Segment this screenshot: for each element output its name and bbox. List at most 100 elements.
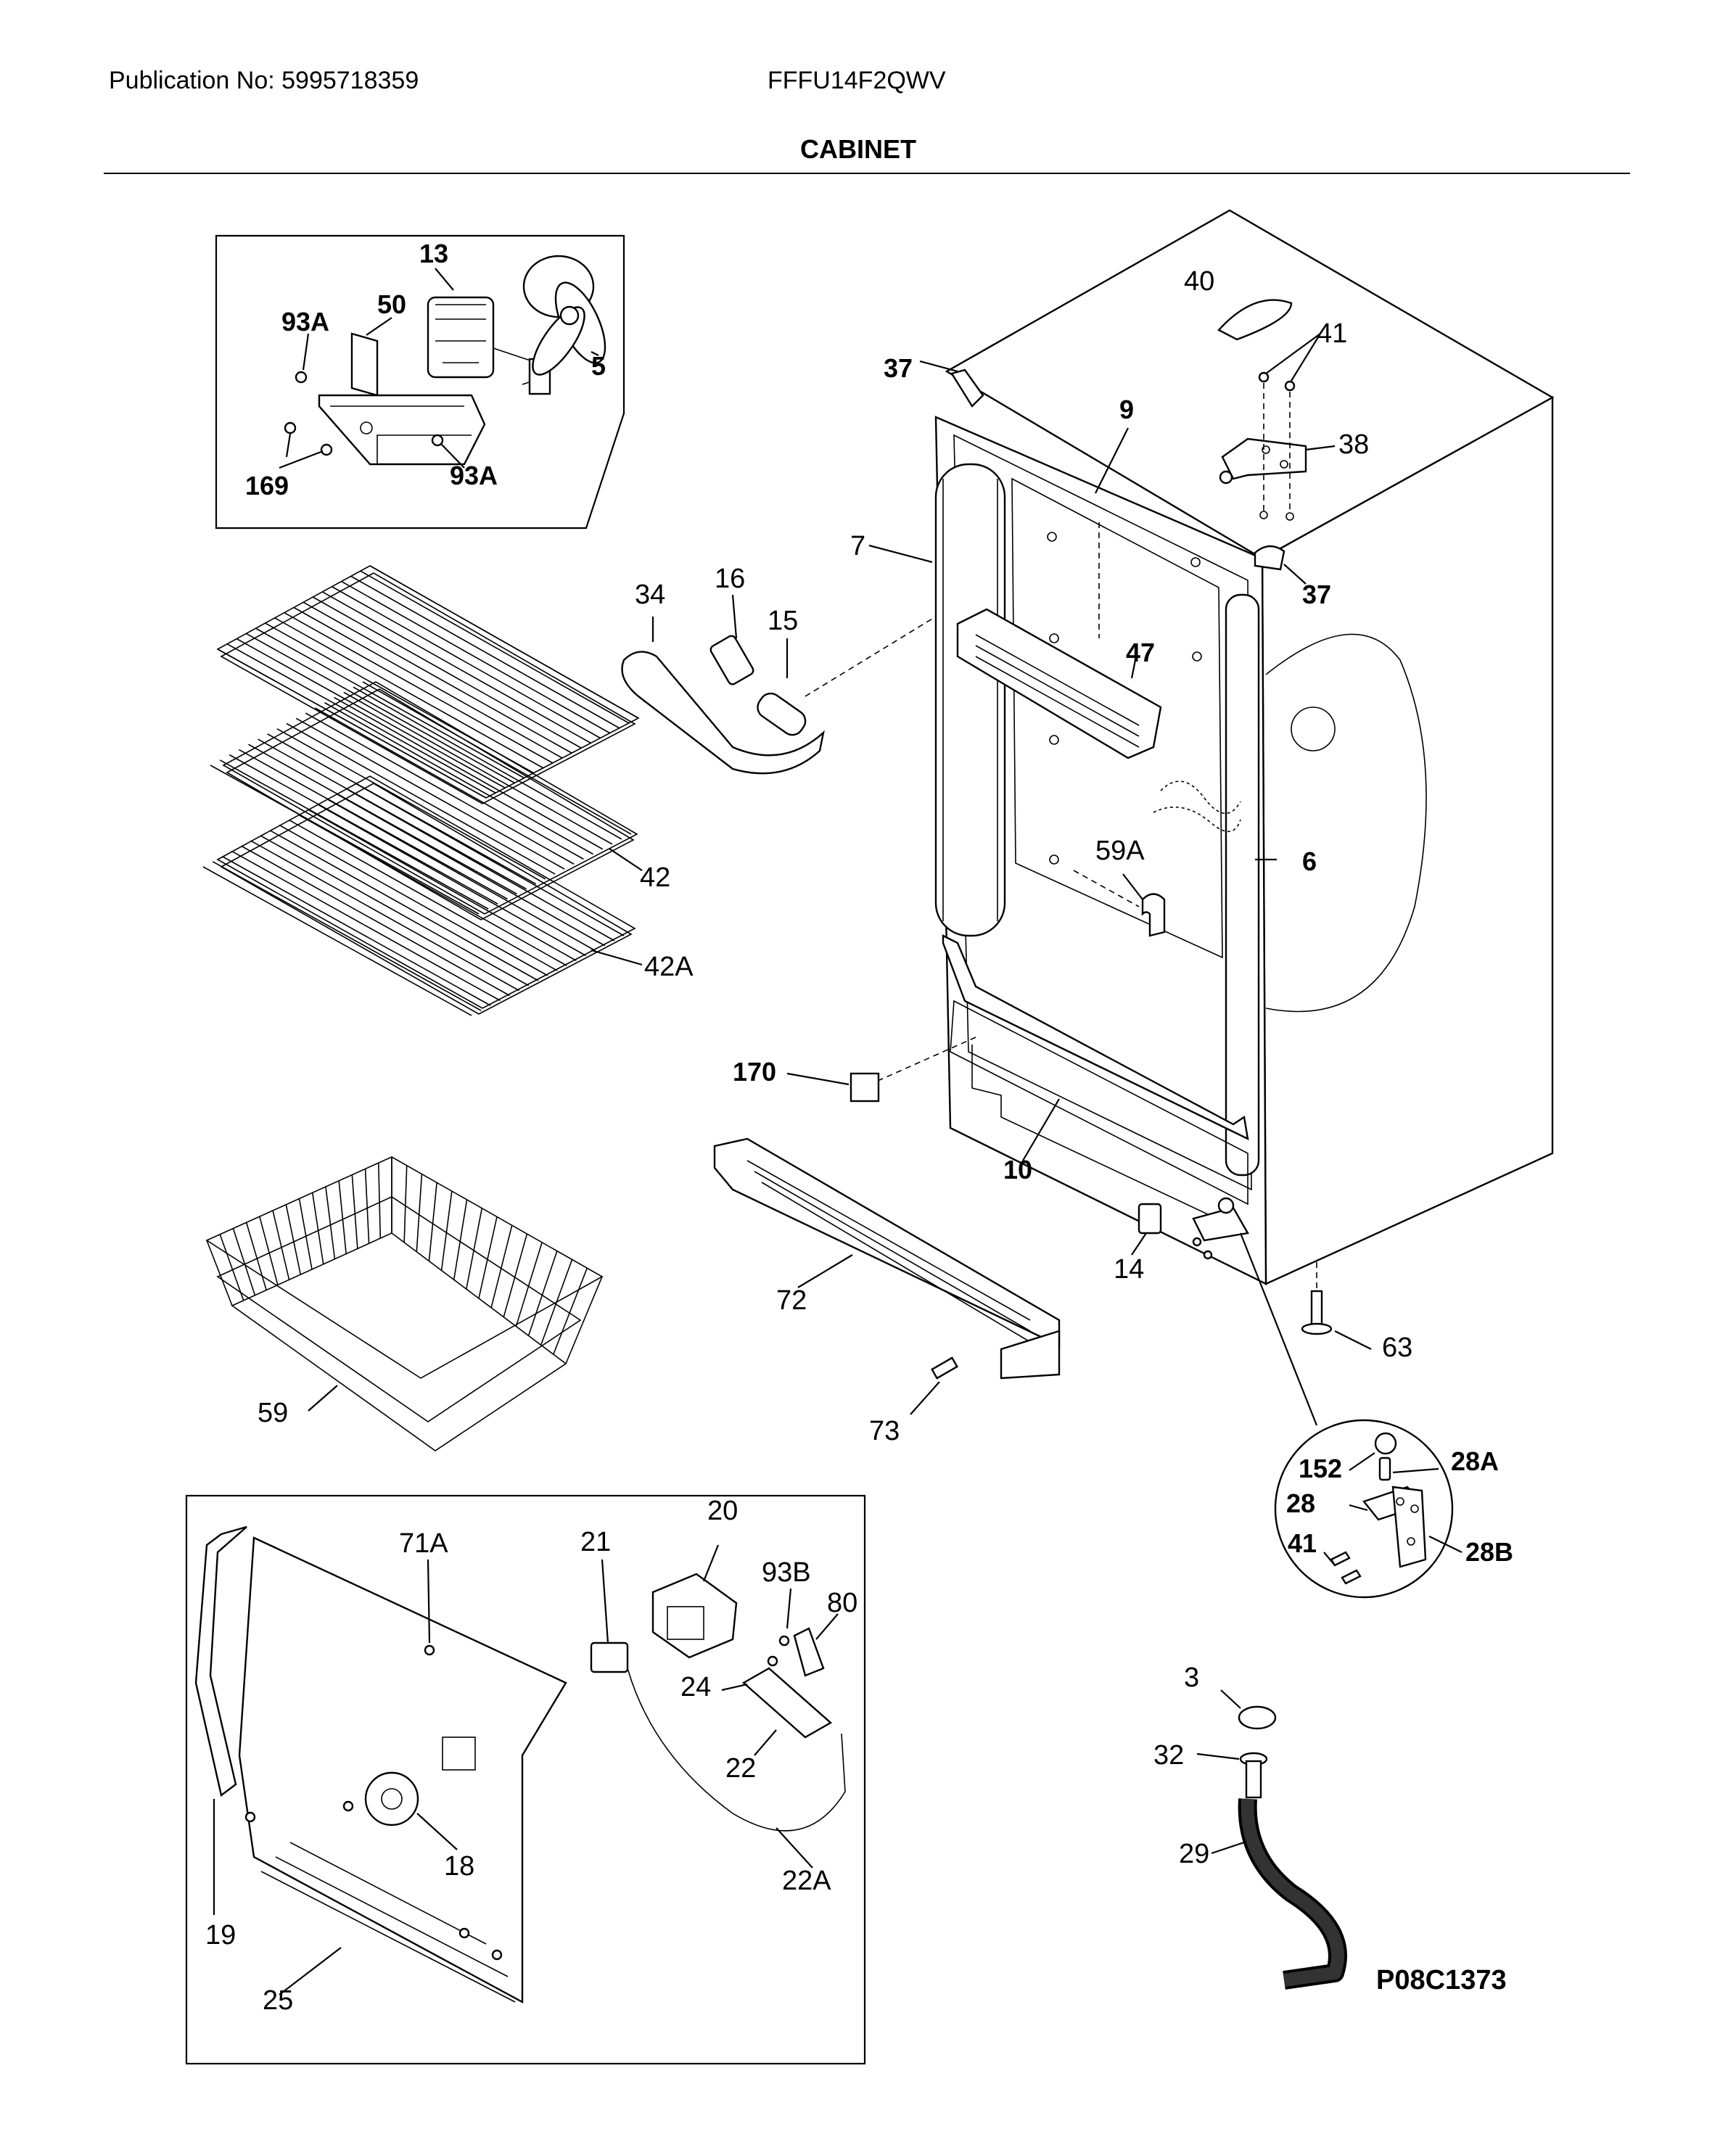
callout-41-detail: 41	[1288, 1528, 1317, 1558]
rear-cover-inset	[185, 1494, 866, 2065]
basket-wire	[232, 1228, 256, 1295]
shelf-wire	[293, 606, 563, 759]
shelf-wire	[341, 580, 611, 734]
basket-wire	[219, 1234, 244, 1301]
basket-wire	[453, 1199, 468, 1280]
callout-93a-top: 93A	[281, 307, 329, 337]
shelf-wire	[202, 866, 472, 1016]
fan-motor-inset	[215, 234, 625, 530]
cabinet-body	[868, 209, 1555, 1285]
model-number: FFFU14F2QWV	[768, 67, 946, 94]
shelf-wire	[343, 691, 613, 845]
shelf-wire	[324, 702, 593, 855]
shelf-wire	[307, 809, 577, 962]
callout-20: 20	[707, 1496, 738, 1526]
basket-wire	[416, 1174, 423, 1252]
callout-93a-bottom: 93A	[450, 461, 498, 490]
callout-93b: 93B	[762, 1557, 811, 1588]
shelf-wire	[286, 722, 556, 875]
callout-6: 6	[1302, 846, 1317, 876]
shelf-wire	[217, 648, 487, 799]
callout-37-right: 37	[1302, 580, 1331, 609]
wire-basket	[205, 1156, 604, 1451]
basket-wire	[440, 1191, 453, 1271]
callout-18: 18	[444, 1851, 474, 1882]
callout-59a: 59A	[1095, 836, 1145, 866]
callout-9: 9	[1119, 395, 1134, 424]
callout-169: 169	[245, 471, 289, 500]
shelf-wire	[303, 601, 572, 754]
shelf-wire	[229, 754, 498, 905]
shelf-wire	[226, 643, 496, 794]
basket-wire	[272, 1210, 290, 1280]
callout-19: 19	[205, 1920, 236, 1950]
callout-170: 170	[733, 1057, 776, 1087]
basket-wire	[403, 1165, 408, 1243]
shelf-wire	[248, 743, 517, 895]
callout-32: 32	[1153, 1740, 1184, 1771]
callout-13: 13	[419, 239, 448, 268]
shelf-wire	[219, 759, 489, 910]
shelf-wire	[221, 855, 491, 1006]
shelf-wire	[312, 596, 582, 749]
callout-28: 28	[1286, 1488, 1315, 1518]
switch-170	[786, 1072, 880, 1103]
callout-37-top: 37	[884, 353, 913, 383]
shelf-wire	[260, 835, 530, 986]
callout-14: 14	[1114, 1254, 1144, 1285]
basket-wire	[428, 1182, 437, 1261]
shelf-wire	[350, 575, 620, 729]
basket-wire	[206, 1240, 233, 1306]
shelf-wire	[336, 793, 606, 947]
shelf-wire	[245, 633, 515, 784]
callout-28a: 28A	[1451, 1446, 1499, 1476]
callout-42a: 42A	[644, 952, 694, 982]
shelf-wire	[353, 686, 622, 840]
callout-7: 7	[850, 531, 865, 561]
shelf-wire	[326, 798, 596, 952]
basket-wire	[325, 1186, 336, 1259]
callout-labels: 13 50 93A 5 169 93A 40 41 37 9 38 7 37 3…	[205, 239, 1513, 2016]
callout-40: 40	[1184, 266, 1214, 297]
basket-wire	[565, 1276, 603, 1364]
callout-29: 29	[1179, 1839, 1209, 1869]
callout-59: 59	[258, 1398, 288, 1428]
shelf-wire	[295, 717, 565, 870]
section-title: CABINET	[800, 134, 916, 164]
shelf-wire	[288, 819, 558, 971]
shelf-wire	[241, 845, 510, 997]
callout-41-top: 41	[1317, 318, 1347, 349]
basket-wire	[478, 1216, 498, 1299]
callout-80: 80	[827, 1588, 857, 1618]
shelf-wire	[210, 765, 480, 915]
shelf-wire	[274, 617, 544, 769]
callout-42: 42	[640, 862, 670, 893]
shelf-wire	[238, 749, 508, 900]
shelf-wire	[265, 622, 535, 774]
top-hinge	[950, 299, 1336, 571]
callout-34: 34	[635, 580, 665, 610]
callout-38: 38	[1338, 429, 1369, 460]
basket-wire	[338, 1180, 347, 1254]
basket-wire	[364, 1169, 370, 1244]
basket-wire	[298, 1198, 313, 1270]
shelf-wire	[258, 738, 527, 890]
drain-assembly	[1196, 1689, 1347, 1990]
callout-71a: 71A	[399, 1528, 448, 1559]
basket-wire	[351, 1174, 358, 1249]
shelf-wire	[279, 824, 548, 976]
callout-28b: 28B	[1465, 1537, 1513, 1567]
shelf-wire	[284, 611, 554, 764]
lower-hinge-and-leveler	[1131, 1197, 1463, 1599]
shelf-wire	[321, 591, 591, 744]
shelf-wire	[345, 788, 615, 942]
diagram-code: P08C1373	[1376, 1965, 1507, 1995]
shelf-wire	[297, 814, 567, 966]
shelf-wire	[355, 783, 625, 936]
callout-152: 152	[1299, 1454, 1342, 1483]
basket-wire	[540, 1259, 573, 1346]
callout-63: 63	[1382, 1332, 1412, 1363]
shelf-wire	[231, 850, 501, 1002]
